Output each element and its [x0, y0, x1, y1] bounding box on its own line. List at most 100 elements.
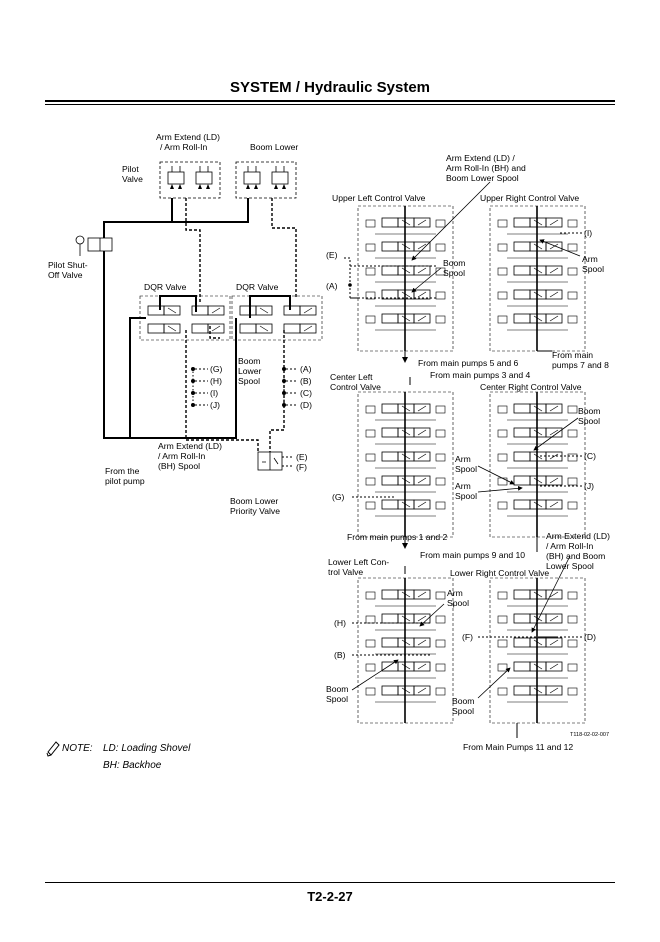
- label-arm-spool-cr1-2: Spool: [455, 464, 477, 474]
- label-boom-spool-cr-1: Boom: [578, 406, 600, 416]
- label-pilot-pump-2: pilot pump: [105, 476, 145, 486]
- port-h-lower: (H): [334, 618, 346, 628]
- label-boom-spool-ll-2: Spool: [326, 694, 348, 704]
- label-pilot-arm-2: / Arm Roll-In: [160, 142, 207, 152]
- label-upper-right: Upper Right Control Valve: [480, 193, 579, 203]
- port-e-priority: (E): [296, 452, 308, 462]
- label-upper-note-3: Boom Lower Spool: [446, 173, 519, 183]
- pencil-icon: [46, 741, 60, 757]
- label-boom-spool-lr-2: Spool: [452, 706, 474, 716]
- port-i-left: (I): [210, 388, 218, 398]
- leader-arrows: [351, 181, 581, 699]
- label-arm-spool-cr2-2: Spool: [455, 491, 477, 501]
- label-arm-spool-cr2-1: Arm: [455, 481, 471, 491]
- port-j-left: (J): [210, 400, 220, 410]
- diagram-labels: Arm Extend (LD) / Arm Roll-In Boom Lower…: [48, 132, 610, 752]
- label-center-left-2: Control Valve: [330, 382, 381, 392]
- pilot-signal-lines: [185, 198, 297, 452]
- label-pilot-arm-1: Arm Extend (LD): [156, 132, 220, 142]
- label-boom-spool-ul-2: Spool: [443, 268, 465, 278]
- label-lower-note-3: (BH) and Boom: [546, 551, 605, 561]
- label-lower-left-2: trol Valve: [328, 567, 363, 577]
- label-arm-extend-spool-2: / Arm Roll-In: [158, 451, 205, 461]
- label-pumps-7-8-1: From main: [552, 350, 593, 360]
- label-boom-spool-cr-2: Spool: [578, 416, 600, 426]
- port-c-left: (C): [300, 388, 312, 398]
- note-prefix: NOTE:: [62, 743, 93, 754]
- pilot-valve-arm: [159, 161, 221, 199]
- port-d-lower: (D): [584, 632, 596, 642]
- label-boom-spool-ul-1: Boom: [443, 258, 465, 268]
- note-line-2: BH: Backhoe: [103, 760, 162, 771]
- label-upper-note-2: Arm Roll-In (BH) and: [446, 163, 526, 173]
- boom-lower-priority-valve: [257, 451, 294, 471]
- label-lower-right: Lower Right Control Valve: [450, 568, 549, 578]
- port-j-center: (J): [584, 481, 594, 491]
- label-pumps-11-12: From Main Pumps 11 and 12: [463, 742, 573, 752]
- port-i-upper: (I): [584, 228, 592, 238]
- label-arm-spool-ur-2: Spool: [582, 264, 604, 274]
- label-shutoff-1: Pilot Shut-: [48, 260, 88, 270]
- upper-right-control-valve: [490, 206, 585, 351]
- upper-left-control-valve: [358, 206, 453, 351]
- label-arm-extend-spool-1: Arm Extend (LD): [158, 441, 222, 451]
- pilot-supply-lines: [103, 198, 291, 439]
- label-fig-code: T118-02-02-007: [570, 732, 609, 738]
- note-block: NOTE: LD: Loading Shovel BH: Backhoe: [46, 741, 191, 771]
- label-lower-left-1: Lower Left Con-: [328, 557, 389, 567]
- label-lower-note-2: / Arm Roll-In: [546, 541, 593, 551]
- label-pumps-1-2: From main pumps 1 and 2: [347, 532, 448, 542]
- junction-dot-a: [348, 283, 352, 287]
- port-bus-abcd: [282, 367, 298, 407]
- label-upper-left: Upper Left Control Valve: [332, 193, 426, 203]
- label-arm-spool-cr1-1: Arm: [455, 454, 471, 464]
- label-priority-valve-1: Boom Lower: [230, 496, 278, 506]
- label-pumps-9-10: From main pumps 9 and 10: [420, 550, 525, 560]
- port-a-left: (A): [300, 364, 312, 374]
- label-pilot-valve-2: Valve: [122, 174, 143, 184]
- dqr-valve-right: [231, 295, 323, 341]
- label-pilot-boom: Boom Lower: [250, 142, 298, 152]
- lower-left-control-valve: [358, 578, 453, 723]
- pump-supply-lines: [402, 350, 552, 738]
- port-g-left: (G): [210, 364, 223, 374]
- label-pumps-3-4: From main pumps 3 and 4: [430, 370, 531, 380]
- label-center-left-1: Center Left: [330, 372, 373, 382]
- label-shutoff-2: Off Valve: [48, 270, 83, 280]
- label-priority-valve-2: Priority Valve: [230, 506, 280, 516]
- port-b-left: (B): [300, 376, 312, 386]
- page-title: SYSTEM / Hydraulic System: [229, 79, 431, 96]
- port-e-upper: (E): [326, 250, 338, 260]
- label-arm-spool-ll-2: Spool: [447, 598, 469, 608]
- center-left-control-valve: [358, 392, 453, 537]
- label-arm-extend-spool-3: (BH) Spool: [158, 461, 200, 471]
- footer-rule: [45, 882, 615, 883]
- label-lower-note-1: Arm Extend (LD): [546, 531, 610, 541]
- dqr-valve-left: [139, 295, 231, 341]
- port-h-left: (H): [210, 376, 222, 386]
- port-d-left: (D): [300, 400, 312, 410]
- label-boom-lower-spool-3: Spool: [238, 376, 260, 386]
- header-rule-thin: [45, 104, 615, 105]
- port-g-center: (G): [332, 492, 345, 502]
- label-lower-note-4: Lower Spool: [546, 561, 594, 571]
- label-boom-spool-lr-1: Boom: [452, 696, 474, 706]
- upper-left-pilot-lines: [344, 232, 582, 656]
- label-dqr-right: DQR Valve: [236, 282, 279, 292]
- label-boom-spool-ll-1: Boom: [326, 684, 348, 694]
- lower-right-control-valve: [490, 578, 585, 723]
- label-boom-lower-spool-1: Boom: [238, 356, 260, 366]
- port-c-center: (C): [584, 451, 596, 461]
- label-arm-spool-ll-1: Arm: [447, 588, 463, 598]
- label-arm-spool-ur-1: Arm: [582, 254, 598, 264]
- port-f-lower: (F): [462, 632, 473, 642]
- port-bus-ghij: [191, 367, 208, 407]
- pilot-valve-boom: [235, 161, 297, 199]
- port-b-lower: (B): [334, 650, 346, 660]
- port-f-priority: (F): [296, 462, 307, 472]
- label-pumps-7-8-2: pumps 7 and 8: [552, 360, 609, 370]
- label-pilot-pump-1: From the: [105, 466, 140, 476]
- label-dqr-left: DQR Valve: [144, 282, 187, 292]
- header-rule-thick: [45, 100, 615, 102]
